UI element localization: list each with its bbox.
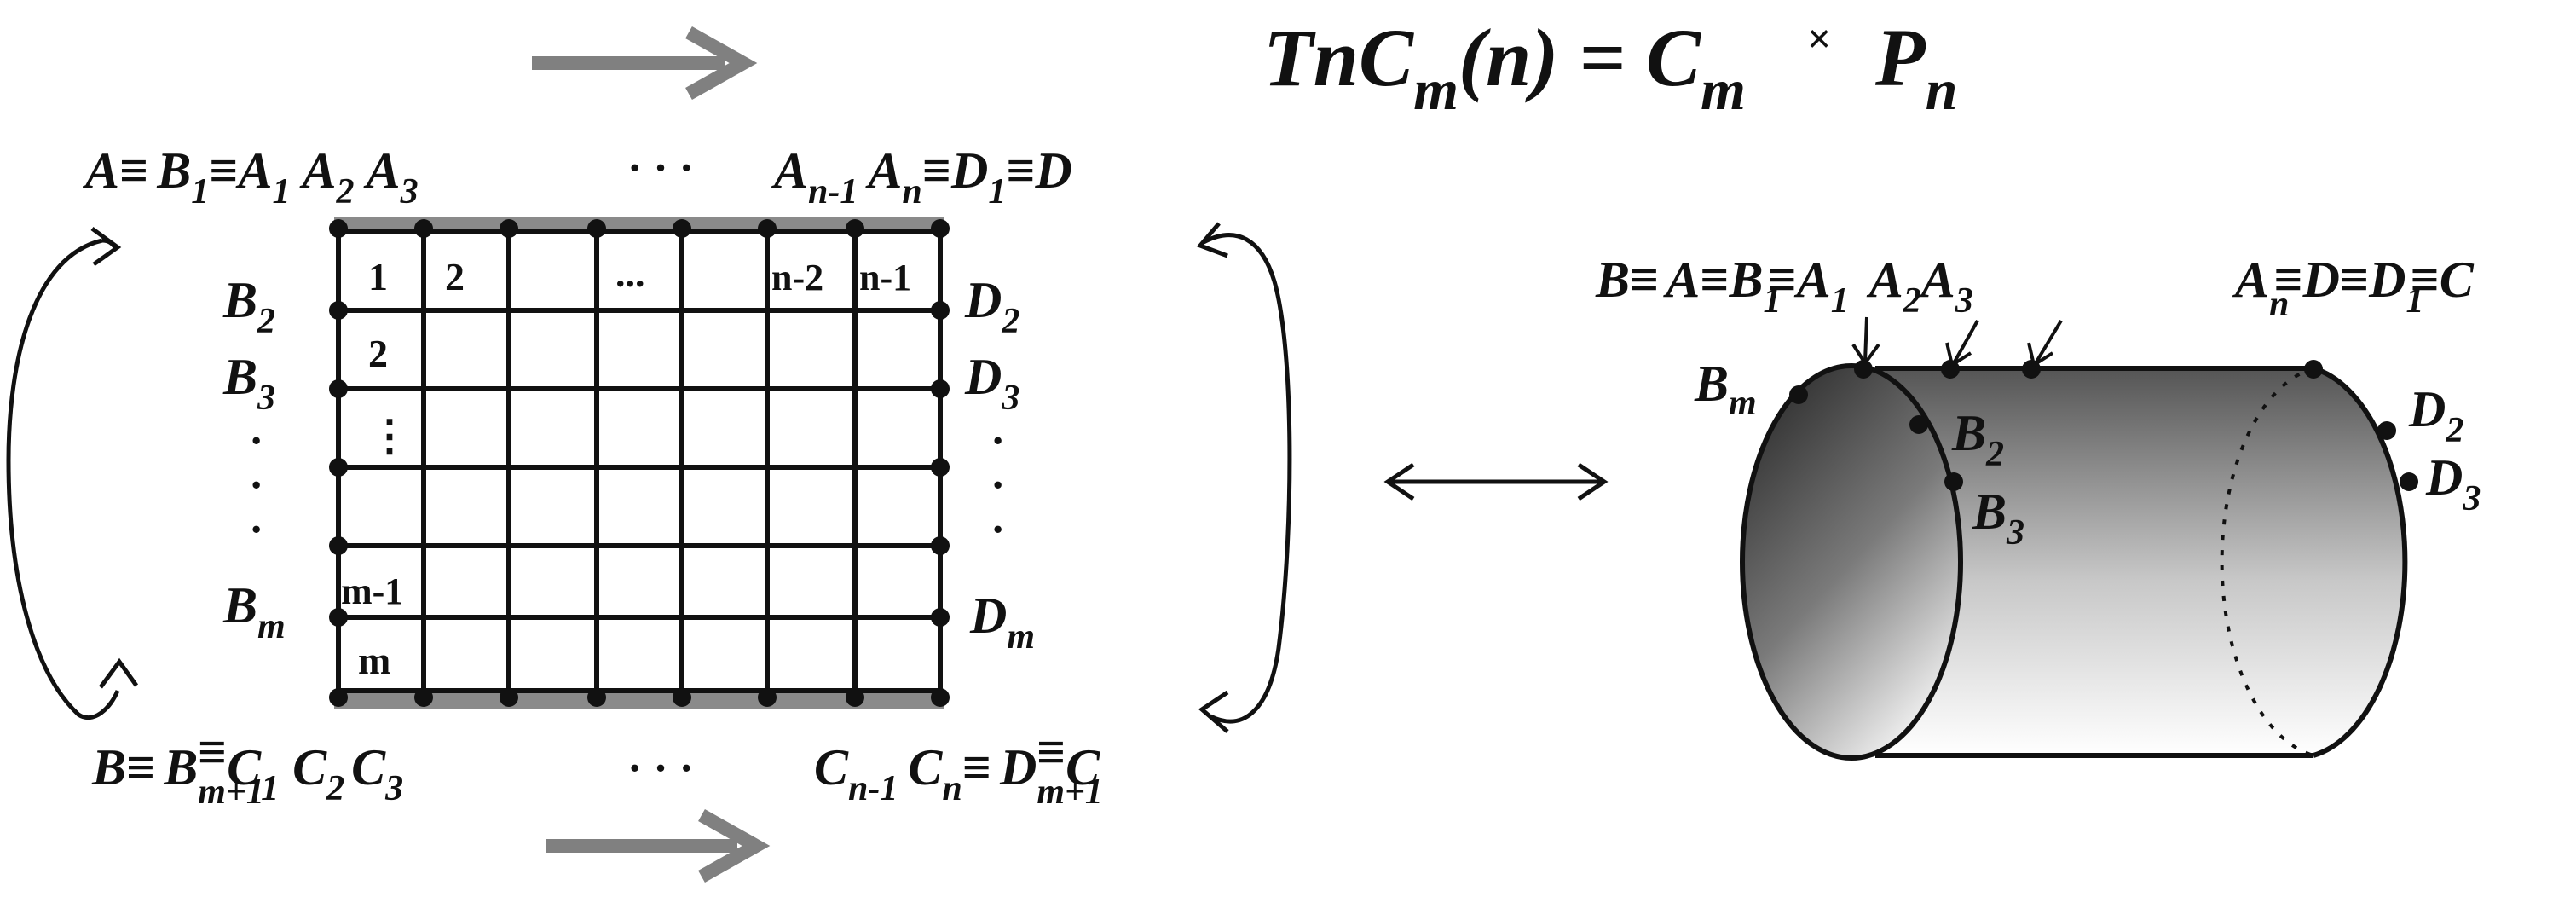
vertex: [758, 688, 777, 707]
svg-text:D2: D2: [964, 272, 1019, 341]
vertex: [329, 688, 348, 707]
top-direction-arrow: [532, 26, 758, 100]
cell-label: 2: [445, 255, 465, 298]
vertex: [329, 458, 348, 477]
label-Bm: B: [222, 577, 257, 634]
cylinder-back-rim-hidden: [2220, 367, 2314, 757]
cylinder-front-face: [1740, 363, 1963, 761]
right-vertical-dot: ·: [991, 506, 1005, 554]
left-vertical-dot: ·: [249, 461, 263, 510]
vertex: [931, 608, 950, 627]
right-side-labels: D2 D3 · · · Dm: [964, 272, 1035, 657]
title-arg: (n) = C: [1458, 12, 1701, 103]
vertex: [931, 379, 950, 398]
vertex: [329, 379, 348, 398]
label-cyl-D2: D2: [2408, 381, 2463, 450]
label-cyl-D3: D3: [2425, 449, 2481, 518]
svg-text:Bm: Bm: [222, 577, 286, 646]
cell-label: ⋮: [368, 412, 411, 460]
svg-text:TnCm(n) = Cm: TnCm(n) = Cm: [1263, 12, 1746, 122]
vertex: [931, 219, 950, 238]
svg-text:B3: B3: [222, 349, 275, 418]
vertex: [329, 536, 348, 555]
vertex: [329, 608, 348, 627]
label-B2: B: [222, 272, 257, 328]
grid: 1 2 ... n-2 n-1 2 ⋮ m-1 m: [329, 217, 950, 709]
label-Dm: D: [969, 587, 1007, 644]
title-rhs-sub: m: [1701, 57, 1746, 122]
cylinder-pointer-arrows: [1851, 316, 2063, 368]
grid-cell-labels: 1 2 ... n-2 n-1 2 ⋮ m-1 m: [341, 252, 911, 682]
vertex: [587, 688, 606, 707]
vertex: [500, 219, 518, 238]
cylinder-body: [1875, 368, 2406, 755]
left-side-labels: B2 B3 · · · Bm: [222, 272, 286, 646]
vertex: [931, 301, 950, 320]
cell-label: n-2: [771, 257, 823, 298]
left-vertical-dot: ·: [249, 417, 263, 466]
cell-label: m: [358, 639, 390, 682]
vertex: [931, 688, 950, 707]
vertex: [673, 688, 691, 707]
right-curved-arrow: [1196, 222, 1292, 733]
cell-label: 1: [368, 255, 388, 298]
double-headed-arrow: [1383, 462, 1609, 501]
vertex: [846, 688, 864, 707]
title-p-sub: n: [1926, 57, 1958, 122]
cell-label: ...: [615, 252, 645, 295]
title-times: ×: [1807, 14, 1832, 62]
vertex: [758, 219, 777, 238]
title-lhs-sub: m: [1413, 57, 1458, 122]
svg-text:B2: B2: [222, 272, 275, 341]
top-ellipsis: · · ·: [627, 144, 694, 193]
vertex: [329, 301, 348, 320]
svg-text:Pn: Pn: [1874, 12, 1957, 122]
bottom-ellipsis: · · ·: [627, 744, 694, 793]
vertex: [931, 458, 950, 477]
cylinder-vertices: [1789, 360, 2418, 491]
vertex: [414, 219, 433, 238]
vertex: [587, 219, 606, 238]
cylinder-back-rim: [2313, 366, 2408, 758]
svg-text:Dm: Dm: [969, 587, 1035, 657]
vertex: [500, 688, 518, 707]
svg-text:D3: D3: [964, 349, 1019, 418]
vertex: [414, 688, 433, 707]
label-cyl-B2: B2: [1951, 405, 2004, 474]
title-lhs: TnC: [1263, 12, 1414, 103]
right-vertical-dot: ·: [991, 461, 1005, 510]
label-B3: B: [222, 349, 257, 405]
left-vertical-dot: ·: [249, 506, 263, 554]
cell-label: n-1: [859, 257, 911, 298]
vertex: [673, 219, 691, 238]
grid-lines: [336, 225, 943, 701]
label-cyl-B3: B3: [1972, 483, 2024, 553]
label-D2: D: [964, 272, 1002, 328]
left-curved-arrow: [6, 226, 139, 720]
title-formula: TnCm(n) = Cm × Pn: [1263, 12, 1957, 122]
cylinder: [1740, 316, 2418, 761]
label-cyl-Bm: Bm: [1694, 356, 1757, 423]
cylinder-top-right-labels: An≡D≡D1≡C: [2232, 252, 2475, 324]
vertex: [329, 219, 348, 238]
title-p: P: [1874, 12, 1926, 103]
vertex: [846, 219, 864, 238]
vertex: [931, 536, 950, 555]
grid-vertices: [329, 219, 950, 707]
bottom-direction-arrow: [546, 809, 771, 883]
right-vertical-dot: ·: [991, 417, 1005, 466]
cell-label: 2: [368, 332, 388, 375]
label-D3: D: [964, 349, 1002, 405]
cell-label: m-1: [341, 570, 403, 612]
